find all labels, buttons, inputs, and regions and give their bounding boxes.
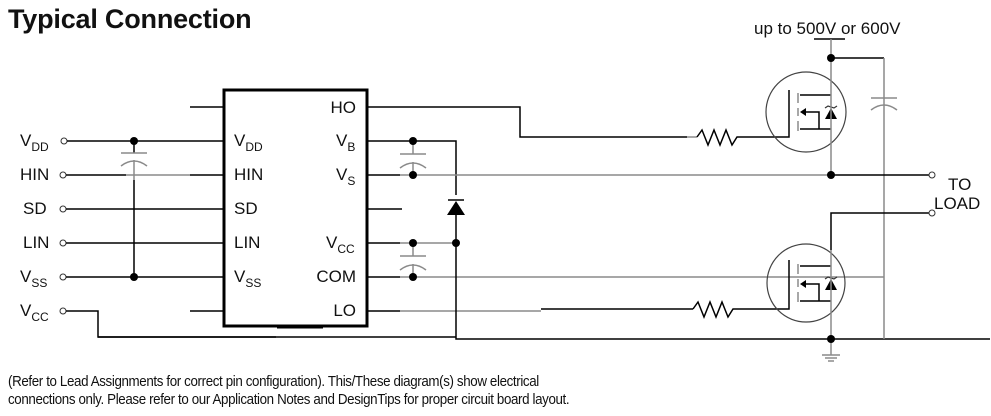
ic-pin-vdd: VDD	[234, 131, 263, 154]
capacitor-icon	[120, 141, 148, 277]
svg-text:SD: SD	[23, 199, 47, 218]
ic-pin-sd: SD	[234, 199, 258, 218]
terminal-icon	[59, 239, 67, 247]
capacitor-icon	[870, 97, 898, 111]
wire-vcc	[66, 310, 276, 338]
diagram-title: Typical Connection	[8, 4, 252, 34]
capacitor-icon	[399, 243, 427, 277]
mosfet-icon	[766, 243, 846, 323]
ic-pin-vss: VSS	[234, 267, 261, 290]
svg-text:VSS: VSS	[20, 267, 47, 290]
wire-vb	[367, 140, 457, 195]
ic-pin-vs: VS	[336, 165, 355, 188]
diode-icon	[447, 199, 465, 243]
svg-text:VDD: VDD	[20, 131, 49, 154]
left-terminal-vcc: VCC	[20, 301, 67, 324]
load-terminal-icon	[928, 209, 936, 217]
footnote-line-1: (Refer to Lead Assignments for correct p…	[8, 374, 539, 390]
left-terminal-lin: LIN	[23, 233, 67, 252]
wire-ho	[367, 106, 687, 138]
terminal-icon	[60, 137, 68, 145]
terminal-icon	[59, 205, 67, 213]
ic-pin-lo: LO	[333, 301, 356, 320]
svg-text:HIN: HIN	[20, 165, 49, 184]
terminal-icon	[59, 171, 67, 179]
ic-pin-vcc: VCC	[326, 233, 355, 256]
left-terminal-hin: HIN	[20, 165, 67, 184]
svg-text:VCC: VCC	[20, 301, 49, 324]
footnote-line-2: connections only. Please refer to our Ap…	[8, 392, 570, 408]
svg-text:LIN: LIN	[23, 233, 49, 252]
ic-pin-vb: VB	[336, 131, 355, 154]
ic-pin-com: COM	[316, 267, 356, 286]
ic-pin-lin: LIN	[234, 233, 260, 252]
left-terminal-vdd: VDD	[20, 131, 68, 154]
mosfet-icon	[765, 71, 847, 153]
terminal-icon	[59, 307, 67, 315]
left-terminal-vss: VSS	[20, 267, 67, 290]
load-terminal-icon	[928, 171, 936, 179]
load-label-load: LOAD	[934, 194, 980, 213]
load-label-to: TO	[948, 175, 971, 194]
ic-pin-hin: HIN	[234, 165, 263, 184]
footnote: (Refer to Lead Assignments for correct p…	[8, 373, 570, 409]
capacitor-icon	[399, 141, 427, 175]
resistor-icon	[696, 127, 743, 148]
resistor-icon	[692, 299, 739, 320]
supply-voltage-label: up to 500V or 600V	[754, 19, 901, 38]
terminal-icon	[59, 273, 67, 281]
ic-pin-ho: HO	[331, 98, 357, 117]
ground-icon	[822, 354, 840, 362]
left-terminal-sd: SD	[23, 199, 67, 218]
